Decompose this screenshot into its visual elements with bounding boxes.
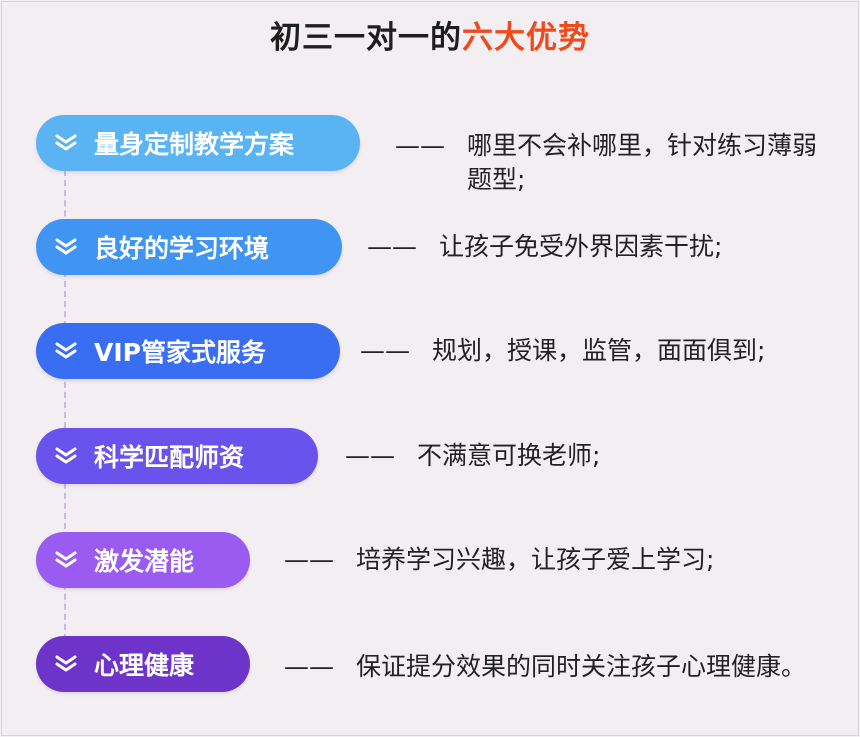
advantage-label: 量身定制教学方案 xyxy=(94,130,295,159)
advantage-description-4: —— 不满意可换老师; xyxy=(345,439,835,473)
desc-dash: —— xyxy=(345,441,395,470)
advantage-description-5: —— 培养学习兴趣，让孩子爱上学习; xyxy=(284,543,844,577)
advantage-pill-5: 激发潜能 xyxy=(36,532,250,588)
page-title: 初三一对一的六大优势 xyxy=(0,12,860,57)
double-chevron-down-icon xyxy=(52,549,80,571)
advantage-pill-2: 良好的学习环境 xyxy=(36,219,342,275)
desc-text: 不满意可换老师; xyxy=(417,441,601,470)
desc-text: 培养学习兴趣，让孩子爱上学习; xyxy=(356,545,715,574)
desc-text: 让孩子免受外界因素干扰; xyxy=(439,232,723,261)
advantage-description-3: —— 规划，授课，监管，面面俱到; xyxy=(360,334,840,368)
advantage-label: VIP管家式服务 xyxy=(94,338,266,367)
advantage-label: 良好的学习环境 xyxy=(94,234,270,263)
double-chevron-down-icon xyxy=(52,445,80,467)
advantage-label: 科学匹配师资 xyxy=(94,443,245,472)
timeline-connector xyxy=(64,170,66,640)
desc-dash: —— xyxy=(284,652,334,681)
desc-dash: —— xyxy=(360,336,410,365)
title-prefix: 初三一对一的 xyxy=(270,20,462,56)
advantage-description-1: —— 哪里不会补哪里，针对练习薄弱题型; xyxy=(395,129,835,197)
advantage-pill-1: 量身定制教学方案 xyxy=(36,115,360,171)
advantage-pill-4: 科学匹配师资 xyxy=(36,428,318,484)
desc-text: 保证提分效果的同时关注孩子心理健康。 xyxy=(356,652,807,681)
double-chevron-down-icon xyxy=(52,340,80,362)
advantage-pill-6: 心理健康 xyxy=(36,636,250,692)
desc-dash: —— xyxy=(367,232,417,261)
desc-text: 哪里不会补哪里，针对练习薄弱题型; xyxy=(467,131,818,194)
advantage-label: 激发潜能 xyxy=(94,547,195,576)
advantage-pill-3: VIP管家式服务 xyxy=(36,323,340,379)
desc-dash: —— xyxy=(395,131,445,160)
advantage-label: 心理健康 xyxy=(94,651,195,680)
double-chevron-down-icon xyxy=(52,653,80,675)
desc-text: 规划，授课，监管，面面俱到; xyxy=(432,336,766,365)
title-highlight: 六大优势 xyxy=(462,20,590,56)
advantage-description-2: —— 让孩子免受外界因素干扰; xyxy=(367,230,837,264)
advantage-description-6: —— 保证提分效果的同时关注孩子心理健康。 xyxy=(284,650,824,684)
desc-dash: —— xyxy=(284,545,334,574)
double-chevron-down-icon xyxy=(52,132,80,154)
double-chevron-down-icon xyxy=(52,236,80,258)
